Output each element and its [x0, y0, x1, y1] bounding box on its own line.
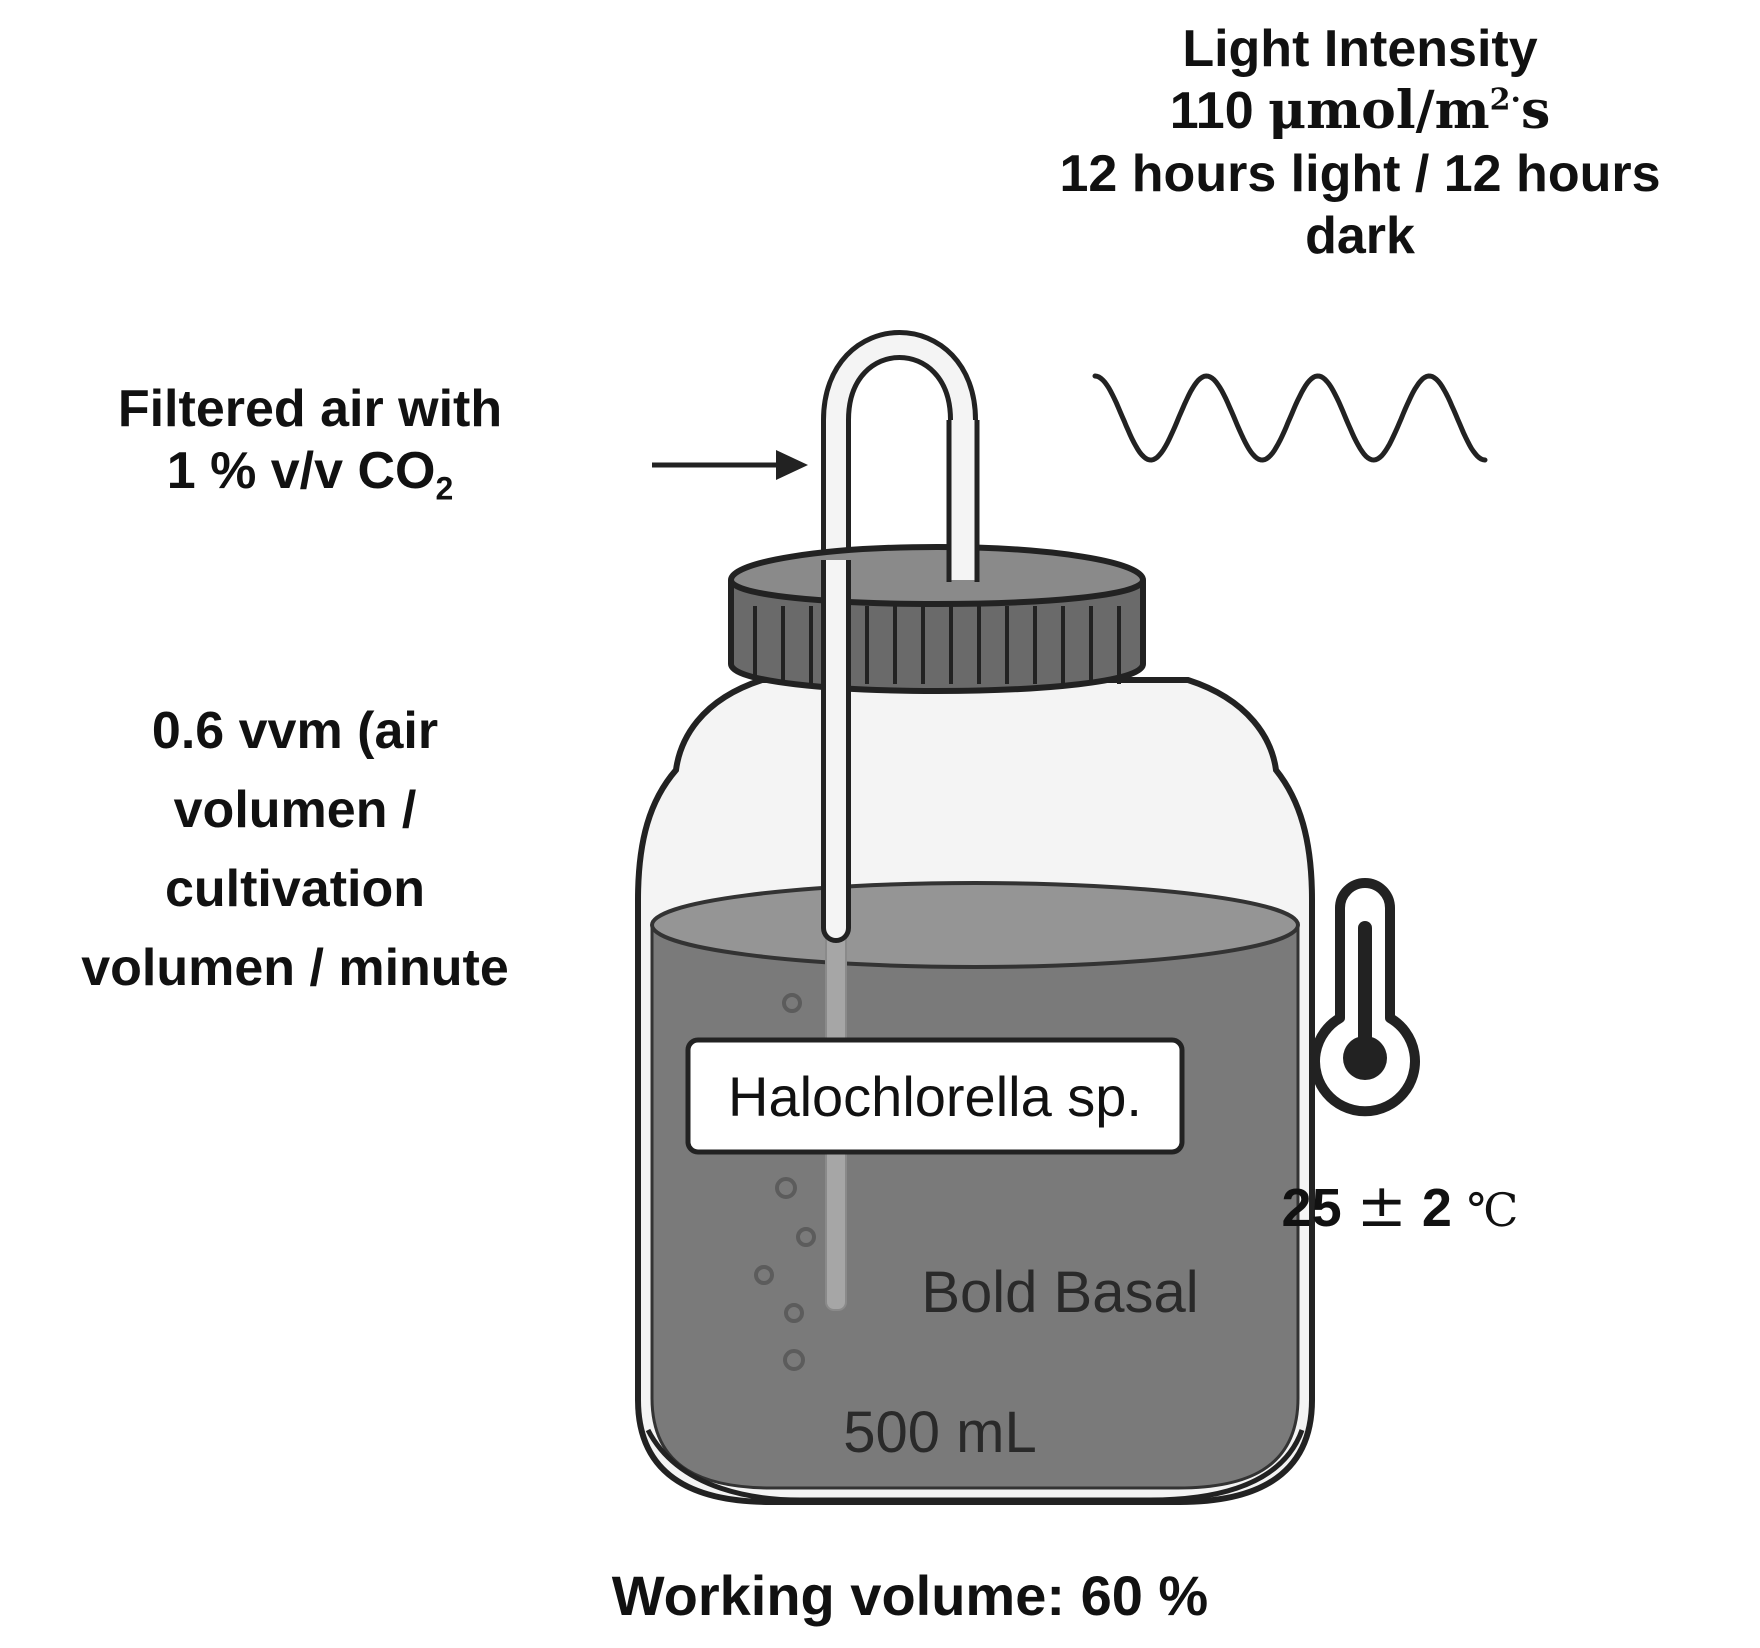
thermometer-icon	[1310, 878, 1420, 1117]
organism-name: Halochlorella sp.	[728, 1065, 1142, 1128]
light-intensity-unit-end: s	[1520, 80, 1551, 142]
temperature-plus-minus: ±	[1356, 1171, 1407, 1241]
temperature-label: 25 ± 2 ℃	[1220, 1170, 1580, 1242]
organism-label-plate	[685, 1037, 1185, 1155]
flow-rate-label: 0.6 vvm (air volumen / cultivation volum…	[0, 692, 590, 1008]
photoperiod-line2: dark	[1305, 207, 1415, 266]
light-intensity-unit-main: μmol/m	[1268, 80, 1490, 142]
temperature-value: 25	[1281, 1178, 1342, 1238]
air-bubbles	[754, 993, 816, 1371]
light-intensity-value: 110	[1169, 82, 1254, 141]
light-intensity-exponent: 2·	[1489, 83, 1521, 119]
flow-rate-line2: volumen /	[173, 781, 417, 840]
temperature-tolerance: 2	[1421, 1178, 1452, 1238]
light-intensity-label: Light Intensity 110 μmol/m2·s 12 hours l…	[975, 18, 1745, 268]
filtered-air-label: Filtered air with 1 % v/v CO2	[30, 378, 590, 508]
photoperiod-line1: 12 hours light / 12 hours	[1059, 144, 1661, 203]
bubble	[783, 1349, 805, 1371]
light-intensity-unit: μmol/m2·s	[1268, 80, 1550, 141]
bubble	[775, 1177, 797, 1199]
filtered-air-line1: Filtered air with	[117, 380, 503, 438]
filtered-air-line2: 1 % v/v CO2	[30, 440, 590, 508]
bubble	[754, 1265, 774, 1285]
tube-outlet-top	[949, 420, 977, 580]
bubble	[784, 1303, 804, 1323]
co2-subscript: 2	[435, 470, 454, 507]
temperature-unit: ℃	[1466, 1183, 1519, 1237]
light-intensity-title: Light Intensity	[1182, 20, 1538, 78]
flow-rate-line1: 0.6 vvm (air	[151, 702, 439, 760]
sine-wave-icon	[1092, 373, 1488, 463]
air-tube-inner	[826, 335, 973, 938]
flow-rate-line3: cultivation	[164, 860, 426, 919]
bottle-base	[645, 1428, 1305, 1503]
medium-name: Bold Basal	[921, 1260, 1199, 1325]
liquid-surface	[650, 881, 1300, 969]
flow-rate-line4: volumen / minute	[81, 939, 509, 998]
working-volume-label: Working volume: 60 %	[611, 1564, 1209, 1627]
light-intensity-value-line: 110 μmol/m2·s	[975, 80, 1745, 142]
bubble	[796, 1227, 816, 1247]
bubble	[782, 993, 802, 1013]
co2-text: 1 % v/v CO	[166, 442, 436, 501]
cap-ridges	[753, 606, 1121, 684]
culture-volume: 500 mL	[843, 1400, 1037, 1465]
arrow-right-icon	[652, 450, 808, 480]
